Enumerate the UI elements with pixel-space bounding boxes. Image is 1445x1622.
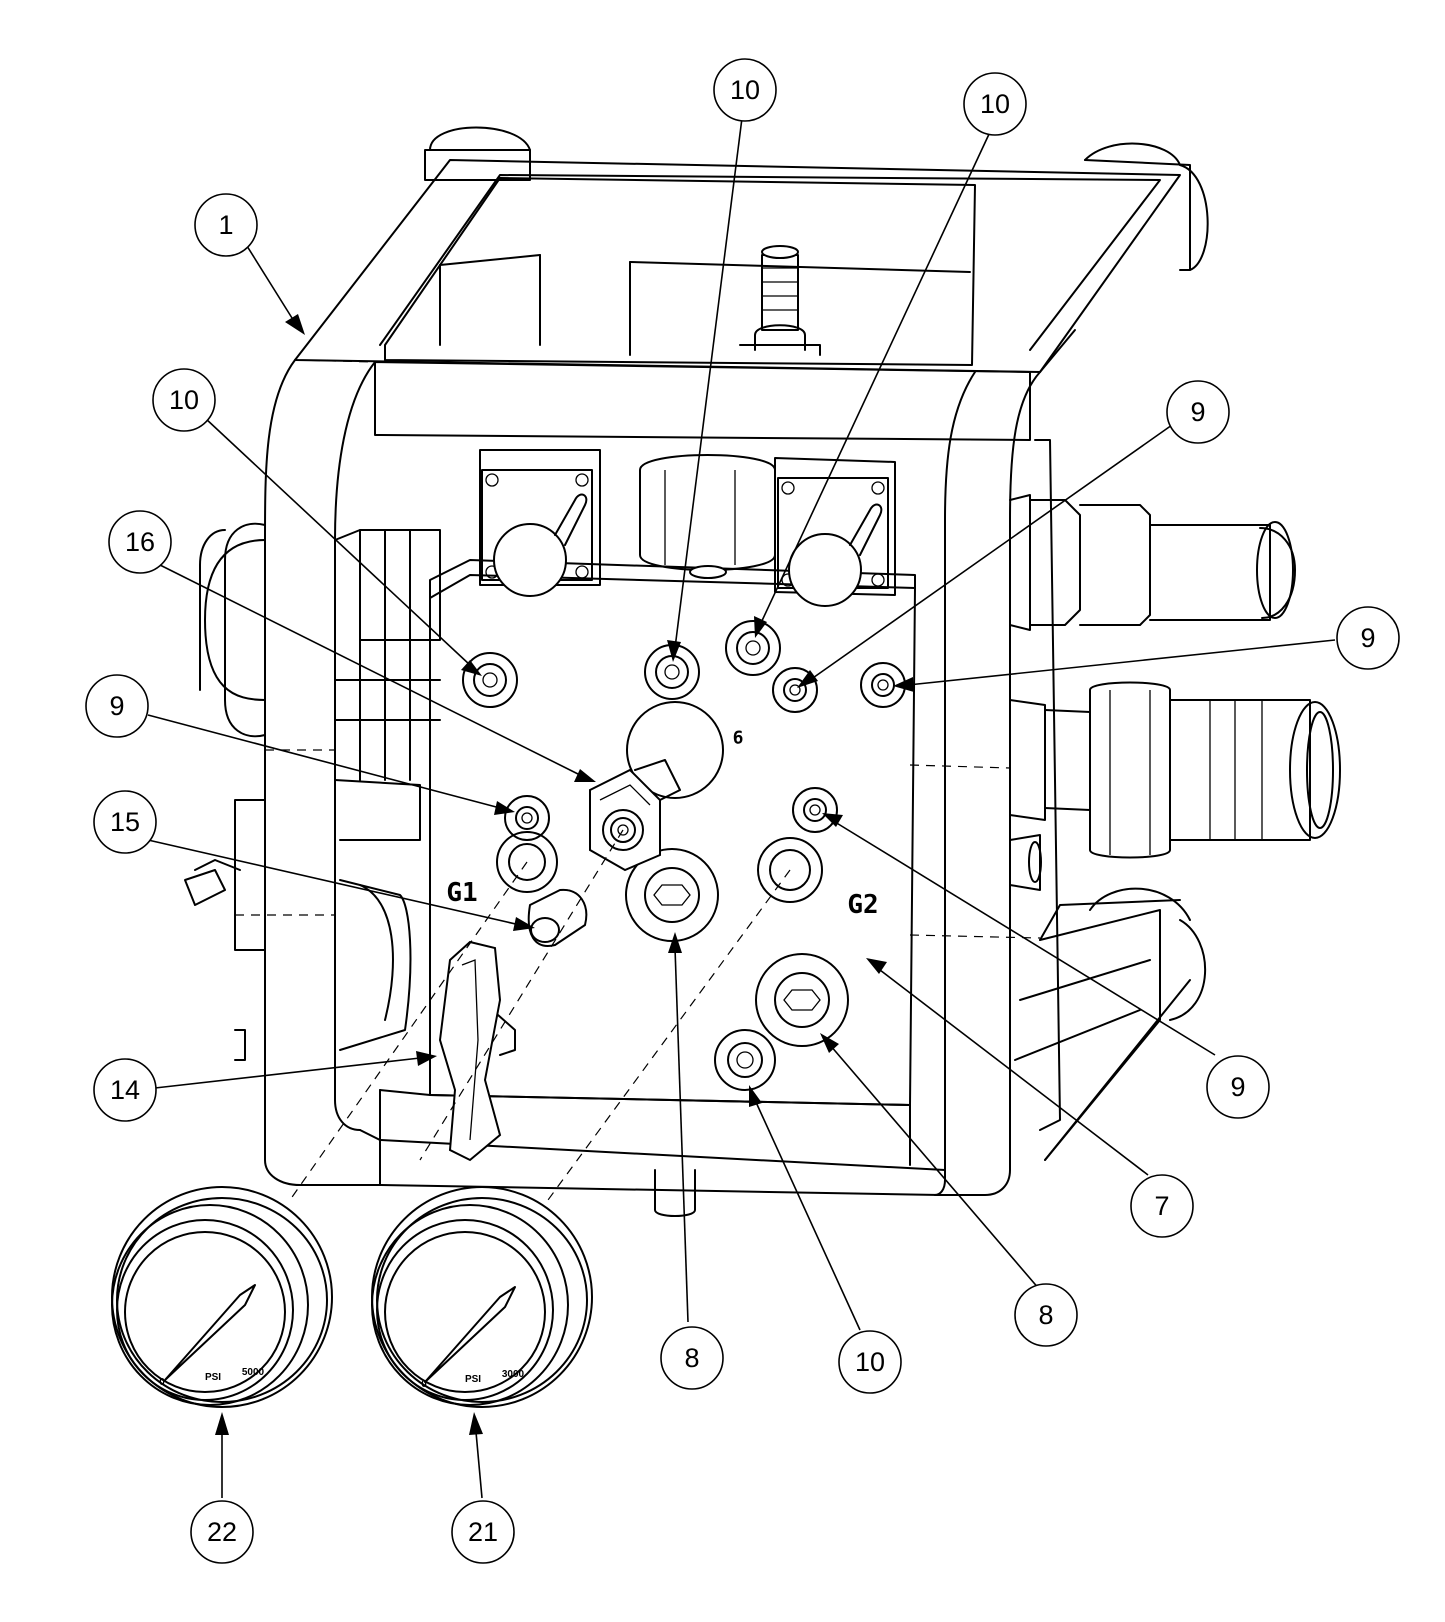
svg-text:9: 9 [1190, 397, 1205, 427]
markings: G1 G2 6 [446, 728, 878, 921]
callout-14: 14 [93, 1058, 157, 1122]
svg-text:21: 21 [468, 1517, 498, 1547]
port-6-marking: 6 [733, 728, 744, 749]
callout-9-left: 9 [85, 674, 149, 738]
manifold-block [379, 559, 916, 1217]
callout-10-left: 10 [152, 368, 216, 432]
callout-15: 15 [93, 790, 157, 854]
g2-marking: G2 [847, 890, 878, 920]
manifold-ports [438, 620, 906, 1162]
leader-lines [147, 117, 1336, 1499]
svg-text:9: 9 [1230, 1072, 1245, 1102]
svg-text:15: 15 [110, 807, 140, 837]
gauge-22: 0 PSI 5000 [111, 1186, 333, 1408]
svg-text:7: 7 [1154, 1191, 1169, 1221]
callout-10-bottom: 10 [838, 1330, 902, 1394]
svg-text:10: 10 [169, 385, 199, 415]
gauge-21-min: 0 [421, 1379, 427, 1390]
svg-text:8: 8 [1038, 1300, 1053, 1330]
callout-8-bottom: 8 [660, 1326, 724, 1390]
callout-9-top-right: 9 [1166, 380, 1230, 444]
g1-marking: G1 [446, 878, 477, 908]
svg-text:8: 8 [684, 1343, 699, 1373]
callout-9-right: 9 [1336, 606, 1400, 670]
gauge-21-unit: PSI [465, 1374, 481, 1385]
svg-text:14: 14 [110, 1075, 140, 1105]
gauge-21-max: 3000 [502, 1369, 525, 1380]
svg-text:10: 10 [730, 75, 760, 105]
svg-text:9: 9 [109, 691, 124, 721]
callout-10-top-a: 10 [713, 58, 777, 122]
callout-bubbles: 1 10 10 10 16 9 9 9 [85, 58, 1400, 1564]
callout-8-right: 8 [1014, 1283, 1078, 1347]
gauge-22-min: 0 [159, 1377, 165, 1388]
callout-7: 7 [1130, 1174, 1194, 1238]
gauge-21: 0 PSI 3000 [371, 1186, 593, 1408]
callout-9-bottom-right: 9 [1206, 1055, 1270, 1119]
svg-text:16: 16 [125, 527, 155, 557]
svg-text:9: 9 [1360, 623, 1375, 653]
top-valve-assembly [479, 245, 896, 607]
callout-16: 16 [108, 510, 172, 574]
svg-text:1: 1 [218, 210, 233, 240]
gauge-22-unit: PSI [205, 1372, 221, 1383]
callout-1: 1 [194, 193, 258, 257]
svg-text:22: 22 [207, 1517, 237, 1547]
callout-10-top-b: 10 [963, 72, 1027, 136]
svg-text:10: 10 [855, 1347, 885, 1377]
left-side-fittings [184, 522, 441, 1061]
gauge-22-max: 5000 [242, 1367, 265, 1378]
callout-22: 22 [190, 1500, 254, 1564]
callout-21: 21 [451, 1500, 515, 1564]
svg-text:10: 10 [980, 89, 1010, 119]
right-side-fittings [1009, 494, 1341, 891]
